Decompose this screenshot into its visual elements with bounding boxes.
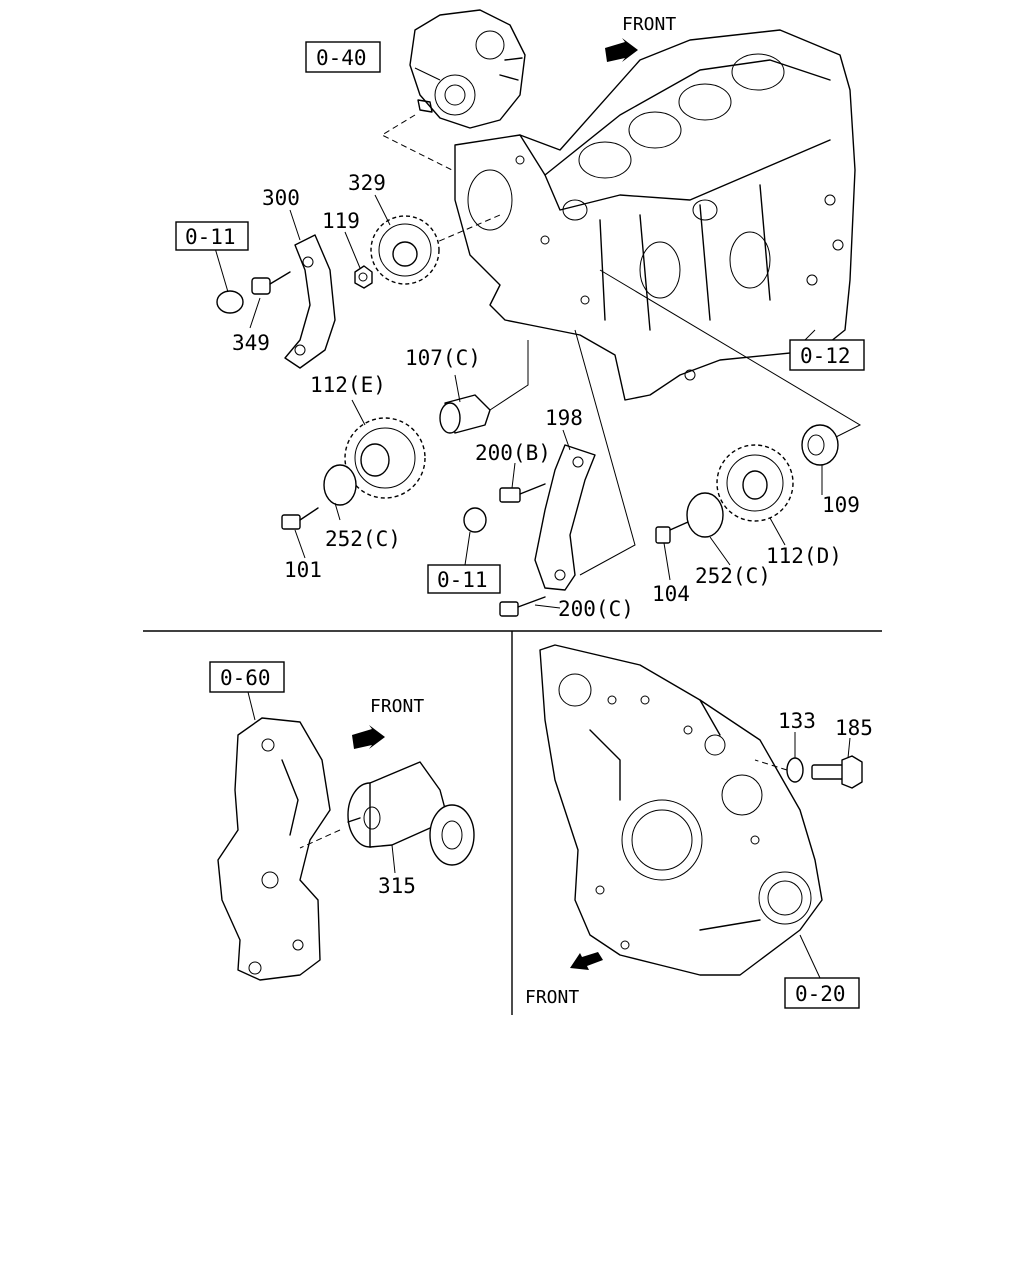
idler-gear-112d <box>716 444 794 522</box>
ref-box-0-20: 0-20 <box>784 977 860 1009</box>
bolt-200b <box>463 483 546 533</box>
arrow-right-icon <box>352 725 385 749</box>
front-direction-top: FRONT <box>605 14 676 62</box>
ref-box-0-12: 0-12 <box>789 339 865 371</box>
part-label-300: 300 <box>262 186 300 210</box>
part-labels-top: 300 329 119 349 107(C) 112(E) 198 200(B)… <box>232 171 860 621</box>
front-label-left: FRONT <box>370 696 424 717</box>
ref-box-0-11-b: 0-11 <box>427 564 501 594</box>
arrow-right-icon <box>605 38 638 62</box>
idler-shaft-107c <box>439 394 491 434</box>
engine-block <box>454 29 856 401</box>
ref-label-0-60: 0-60 <box>220 666 271 690</box>
chain-guide-198 <box>534 444 596 591</box>
front-direction-right: FRONT <box>525 952 603 1008</box>
chain-guide-300 <box>284 234 336 369</box>
front-label-top: FRONT <box>622 14 676 35</box>
tensioner-bracket <box>217 717 331 981</box>
oring-133 <box>786 757 804 783</box>
arrow-down-left-icon <box>570 952 603 970</box>
ref-box-0-40: 0-40 <box>305 41 381 73</box>
ref-box-0-11-a: 0-11 <box>175 221 249 251</box>
auto-tensioner-315 <box>347 761 475 866</box>
bolt-349 <box>216 271 291 314</box>
thrust-plate-252c-b <box>686 492 724 538</box>
bolt-104 <box>655 521 689 544</box>
nut-119 <box>354 265 373 289</box>
part-label-185: 185 <box>835 716 873 740</box>
part-label-101: 101 <box>284 558 322 582</box>
part-label-252c-a: 252(C) <box>325 527 401 551</box>
bolt-101 <box>281 507 319 530</box>
part-label-119: 119 <box>322 209 360 233</box>
thrust-plate-252c-a <box>323 464 357 506</box>
part-label-349: 349 <box>232 331 270 355</box>
part-label-200b: 200(B) <box>475 441 551 465</box>
part-label-198: 198 <box>545 406 583 430</box>
part-label-315: 315 <box>378 874 416 898</box>
fuel-injection-pump <box>409 9 526 129</box>
gear-329 <box>370 215 440 285</box>
bolt-185 <box>811 755 863 789</box>
ref-label-0-40: 0-40 <box>316 46 367 70</box>
part-label-112e: 112(E) <box>310 373 386 397</box>
assembly-guide-lines <box>380 114 862 576</box>
front-direction-left: FRONT <box>352 696 424 749</box>
bolt-200c <box>499 596 546 617</box>
part-label-133: 133 <box>778 709 816 733</box>
idler-shaft-109 <box>801 424 839 466</box>
part-label-252c-b: 252(C) <box>695 564 771 588</box>
ref-label-0-20: 0-20 <box>795 982 846 1006</box>
part-label-109: 109 <box>822 493 860 517</box>
part-label-329: 329 <box>348 171 386 195</box>
ref-label-0-11-a: 0-11 <box>185 225 236 249</box>
idler-gear-112e <box>344 417 426 499</box>
timing-gear-case <box>539 644 823 976</box>
part-label-107c: 107(C) <box>405 346 481 370</box>
front-label-right: FRONT <box>525 987 579 1008</box>
ref-label-0-12: 0-12 <box>800 344 851 368</box>
part-label-200c: 200(C) <box>558 597 634 621</box>
ref-label-0-11-b: 0-11 <box>437 568 488 592</box>
leader-lines-top <box>214 67 823 609</box>
part-label-104: 104 <box>652 582 690 606</box>
ref-box-0-60: 0-60 <box>209 661 285 693</box>
part-label-112d: 112(D) <box>766 544 842 568</box>
